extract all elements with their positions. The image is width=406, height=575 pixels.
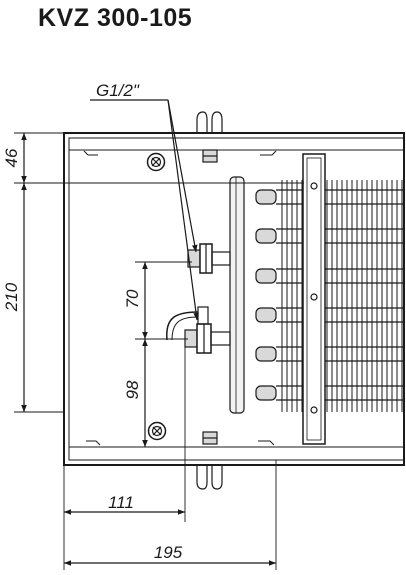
thread-callout — [90, 99, 199, 321]
dim-46-label: 46 — [2, 148, 21, 167]
bottom-bracket — [196, 465, 223, 490]
valve-lower — [166, 306, 231, 354]
screw-top — [146, 152, 166, 172]
tube-stubs — [255, 189, 277, 401]
screw-bottom — [147, 421, 167, 441]
nut-bottom — [202, 431, 218, 445]
thread-label: G1/2" — [96, 81, 140, 100]
housing — [63, 132, 405, 466]
dim-111-label: 111 — [108, 493, 134, 512]
valve-upper — [187, 243, 231, 274]
mounting-plate — [302, 153, 326, 445]
heat-exchanger — [229, 153, 404, 445]
dim-70-label: 70 — [123, 289, 142, 308]
dim-210-label: 210 — [2, 282, 21, 312]
tubes — [276, 189, 404, 401]
dim-horizontal-extension — [63, 345, 277, 570]
top-bracket — [196, 111, 223, 133]
diagram-title: KVZ 300-105 — [38, 4, 193, 32]
dim-98-label: 98 — [123, 380, 142, 399]
fins — [281, 180, 403, 412]
dim-195-label: 195 — [154, 543, 183, 562]
nut-top — [202, 149, 218, 163]
